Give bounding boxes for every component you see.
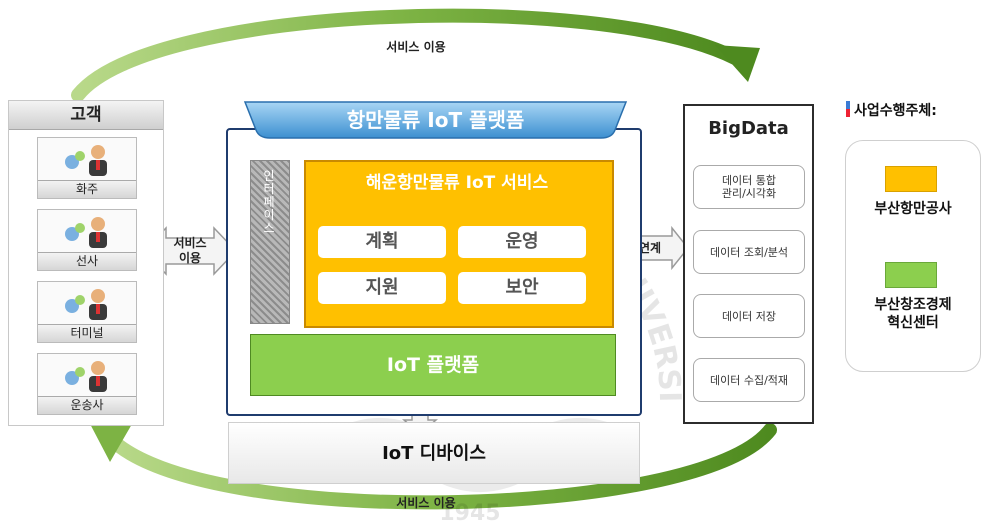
customer-card-carrier: 선사 xyxy=(37,209,137,271)
customer-label: 운송사 xyxy=(38,396,136,414)
customer-card-transport: 운송사 xyxy=(37,353,137,415)
iot-device-box: IoT 디바이스 xyxy=(228,422,640,484)
bigdata-title: BigData xyxy=(708,118,789,139)
service-planning: 계획 xyxy=(318,226,446,258)
top-service-arrow xyxy=(71,8,742,102)
interface-bar xyxy=(250,160,290,324)
legend-swatch-creative-center xyxy=(885,262,937,288)
watermark-year: 1945 xyxy=(439,501,500,521)
bigdata-collection: 데이터 수집/적재 xyxy=(693,358,805,402)
iot-platform-box: IoT 플랫폼 xyxy=(250,334,616,396)
platform-title-banner xyxy=(243,101,628,139)
bigdata-integration: 데이터 통합 관리/시각화 xyxy=(693,165,805,209)
interface-label: 인 터 페 이 스 xyxy=(263,169,275,235)
customer-label: 터미널 xyxy=(38,324,136,342)
right-link-label: 연계 xyxy=(638,241,662,255)
bottom-service-arrow xyxy=(103,423,777,510)
legend-label-busan-port: 부산항만공사 xyxy=(874,201,952,217)
legend-label-creative-center: 부산창조경제 혁신센터 xyxy=(874,297,952,331)
customer-panel: 고객 화주 선사 터미널 운송사 xyxy=(8,100,164,426)
left-service-label: 서비스 이용 xyxy=(173,236,207,265)
customer-title: 고객 xyxy=(9,101,163,130)
customer-person-icon xyxy=(65,145,107,176)
customer-person-icon xyxy=(65,289,107,320)
customer-person-icon xyxy=(65,217,107,248)
customer-label: 화주 xyxy=(38,180,136,198)
service-security: 보안 xyxy=(458,272,586,304)
iot-service-title: 해운항만물류 IoT 서비스 xyxy=(365,173,549,193)
top-service-label: 서비스 이용 xyxy=(386,40,446,54)
customer-person-icon xyxy=(65,361,107,392)
bigdata-storage: 데이터 저장 xyxy=(693,294,805,338)
legend-title: 사업수행주체: xyxy=(854,103,937,119)
platform-title: 항만물류 IoT 플랫폼 xyxy=(346,108,525,132)
bottom-service-label: 서비스 이용 xyxy=(396,496,456,510)
service-support: 지원 xyxy=(318,272,446,304)
service-operation: 운영 xyxy=(458,226,586,258)
legend-marker-icon xyxy=(846,101,850,117)
customer-label: 선사 xyxy=(38,252,136,270)
top-arrow-head xyxy=(715,45,760,82)
legend-swatch-busan-port xyxy=(885,166,937,192)
bigdata-query: 데이터 조회/분석 xyxy=(693,230,805,274)
customer-card-shipper: 화주 xyxy=(37,137,137,199)
customer-card-terminal: 터미널 xyxy=(37,281,137,343)
bottom-arrow-head xyxy=(88,420,132,462)
